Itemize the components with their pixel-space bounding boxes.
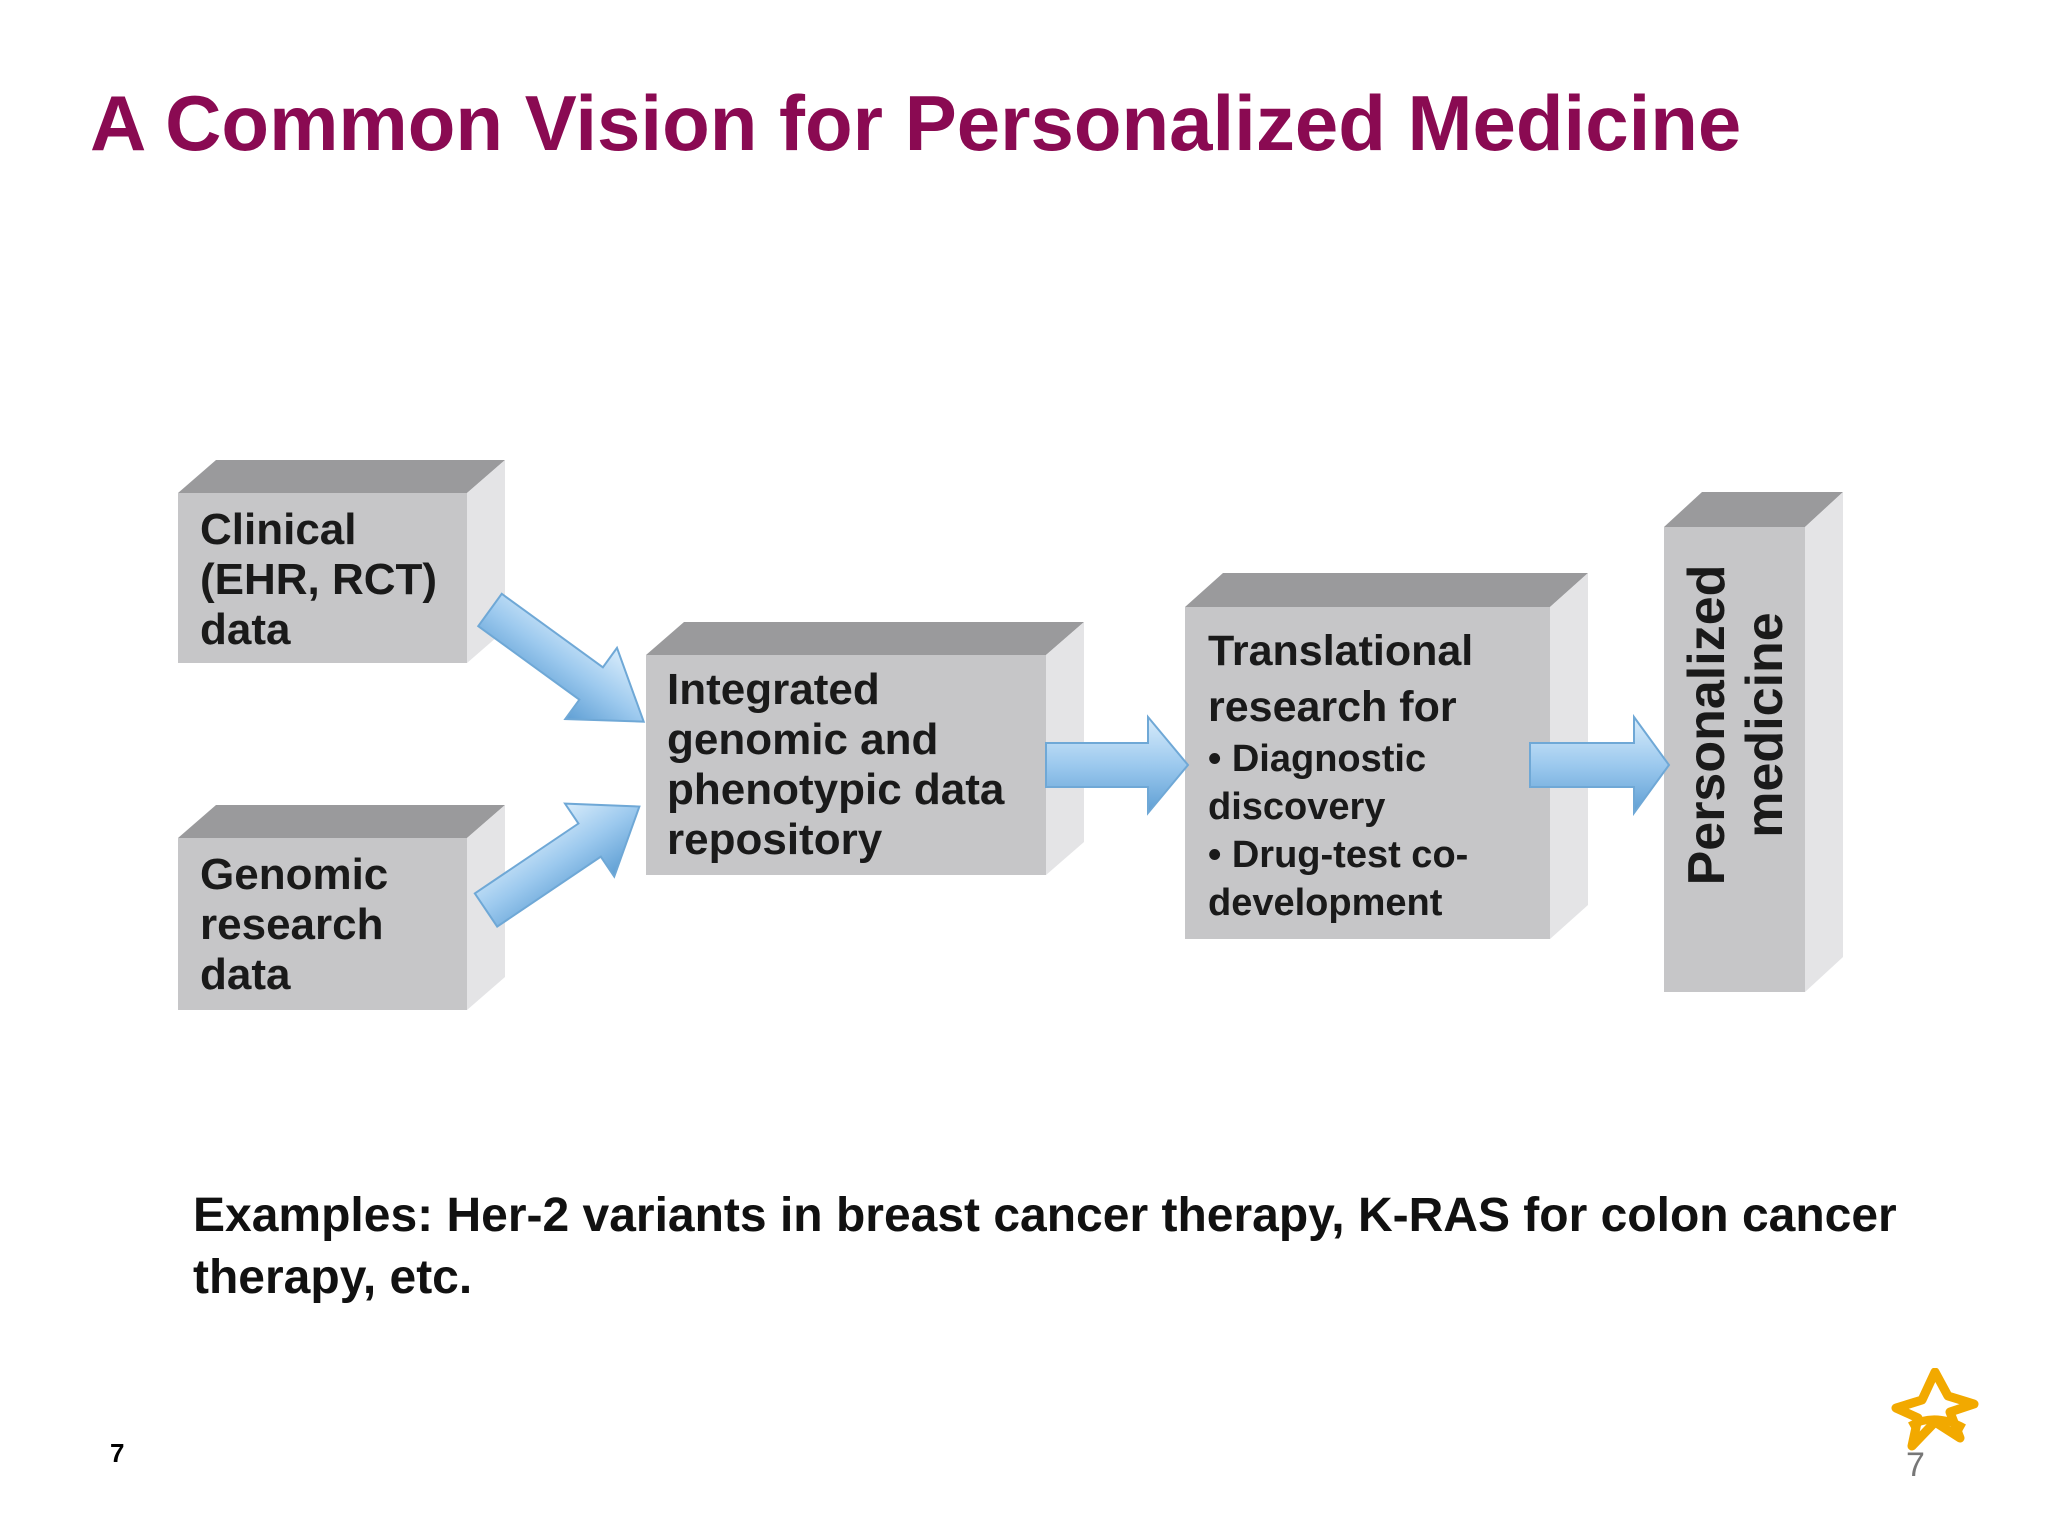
genomic-box-label: Genomic research data — [200, 850, 388, 1000]
company-logo-icon — [1891, 1368, 1979, 1451]
genomic-line: Genomic — [200, 850, 389, 899]
page-number-left: 7 — [110, 1438, 125, 1468]
clinical-box-label: Clinical (EHR, RCT) data — [200, 505, 437, 655]
translational-heading-line: Translational — [1208, 627, 1474, 675]
arrow-repository-to-translational — [1045, 714, 1190, 816]
genomic-line: research — [200, 900, 384, 949]
arrow-genomic-to-repository — [473, 802, 641, 928]
clinical-line: Clinical — [200, 505, 357, 554]
page-number-right: 7 — [1906, 1446, 1925, 1484]
repository-box-label: Integrated genomic and phenotypic data r… — [667, 665, 1004, 865]
repository-line: repository — [667, 815, 883, 864]
personalized-medicine-label: Personalized medicine — [1678, 545, 1808, 905]
translational-research-box — [1185, 573, 1588, 939]
arrow-clinical-to-repository — [476, 592, 646, 723]
translational-bullet-line: development — [1208, 882, 1443, 924]
clinical-line: data — [200, 605, 291, 654]
slide-title: A Common Vision for Personalized Medicin… — [90, 79, 1742, 167]
examples-text: Examples: Her-2 variants in breast cance… — [193, 1189, 1897, 1304]
repository-line: phenotypic data — [667, 765, 1005, 814]
translational-bullet-line: • Drug-test co- — [1208, 834, 1469, 876]
personalized-line: medicine — [1736, 612, 1794, 838]
repository-line: genomic and — [667, 715, 939, 764]
clinical-data-box — [178, 460, 505, 663]
repository-line: Integrated — [667, 665, 880, 714]
translational-heading-line: research for — [1208, 683, 1457, 731]
personalized-medicine-box — [1664, 492, 1843, 992]
clinical-line: (EHR, RCT) — [200, 555, 438, 604]
personalized-line: Personalized — [1678, 564, 1736, 886]
translational-bullet-line: discovery — [1208, 786, 1386, 828]
translational-box-label: Translational research for • Diagnostic … — [1208, 623, 1538, 927]
genomic-line: data — [200, 950, 291, 999]
translational-bullet-line: • Diagnostic — [1208, 738, 1427, 780]
arrow-translational-to-personalized — [1529, 713, 1671, 817]
